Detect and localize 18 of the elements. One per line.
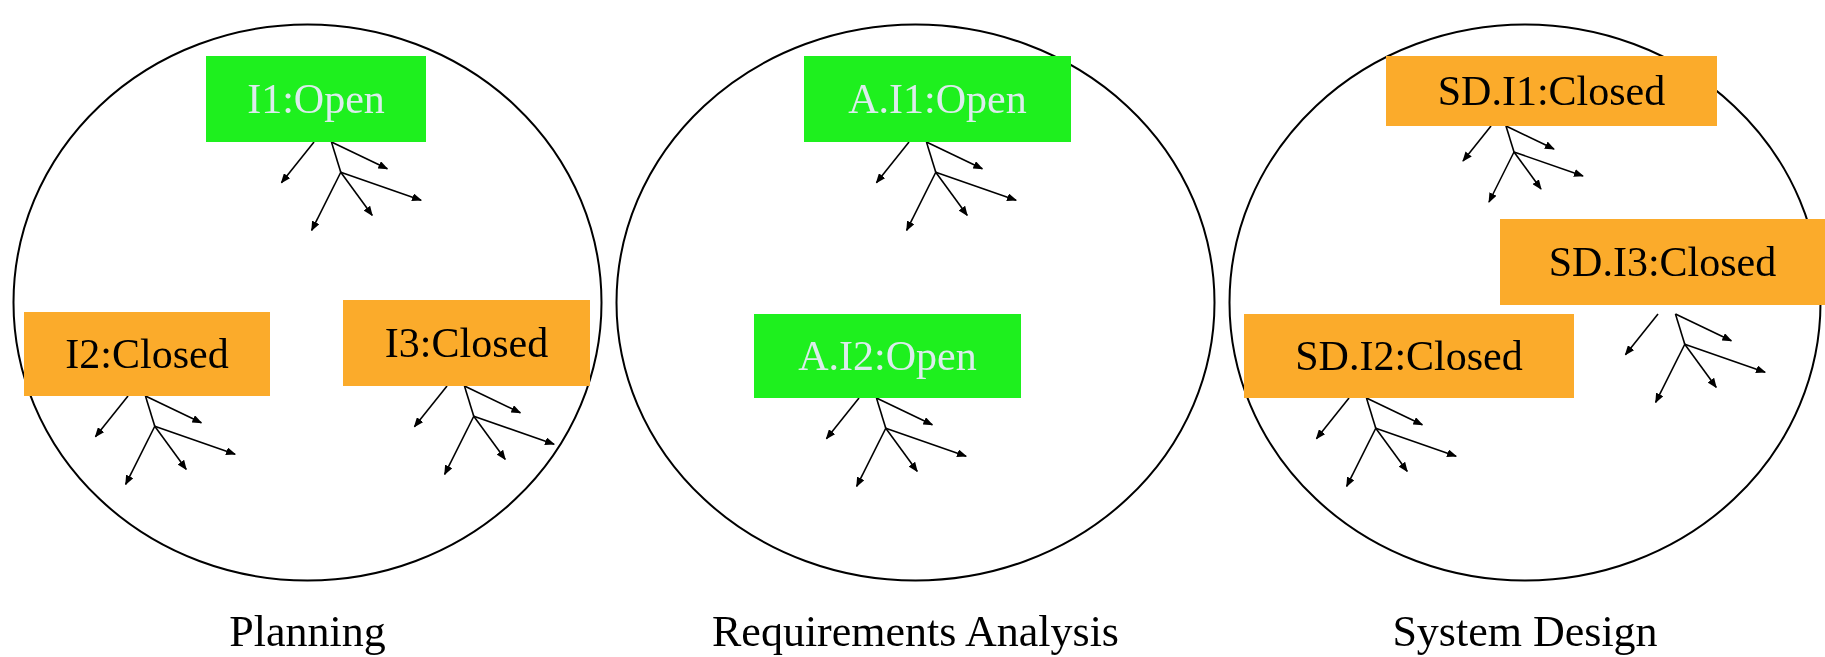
issue-box — [804, 56, 1071, 142]
phase-title: Planning — [228, 607, 387, 657]
issue-box — [24, 312, 270, 396]
issue-label: I2:Closed — [65, 330, 229, 378]
issue-label: I1:Open — [247, 75, 385, 123]
issue-label: SD.I3:Closed — [1548, 238, 1777, 286]
issue-box — [1244, 314, 1574, 398]
phase-title: System Design — [1391, 607, 1659, 657]
issue-label: A.I1:Open — [848, 75, 1027, 123]
phase-title: Requirements Analysis — [711, 607, 1120, 657]
issue-label: SD.I2:Closed — [1295, 332, 1523, 380]
issue-box — [343, 300, 590, 386]
issue-box — [206, 56, 426, 142]
issue-label: I3:Closed — [384, 319, 549, 367]
issue-label: A.I2:Open — [798, 332, 977, 380]
issue-box — [754, 314, 1021, 398]
issue-box — [1386, 56, 1717, 126]
issue-label: SD.I1:Closed — [1437, 67, 1666, 115]
